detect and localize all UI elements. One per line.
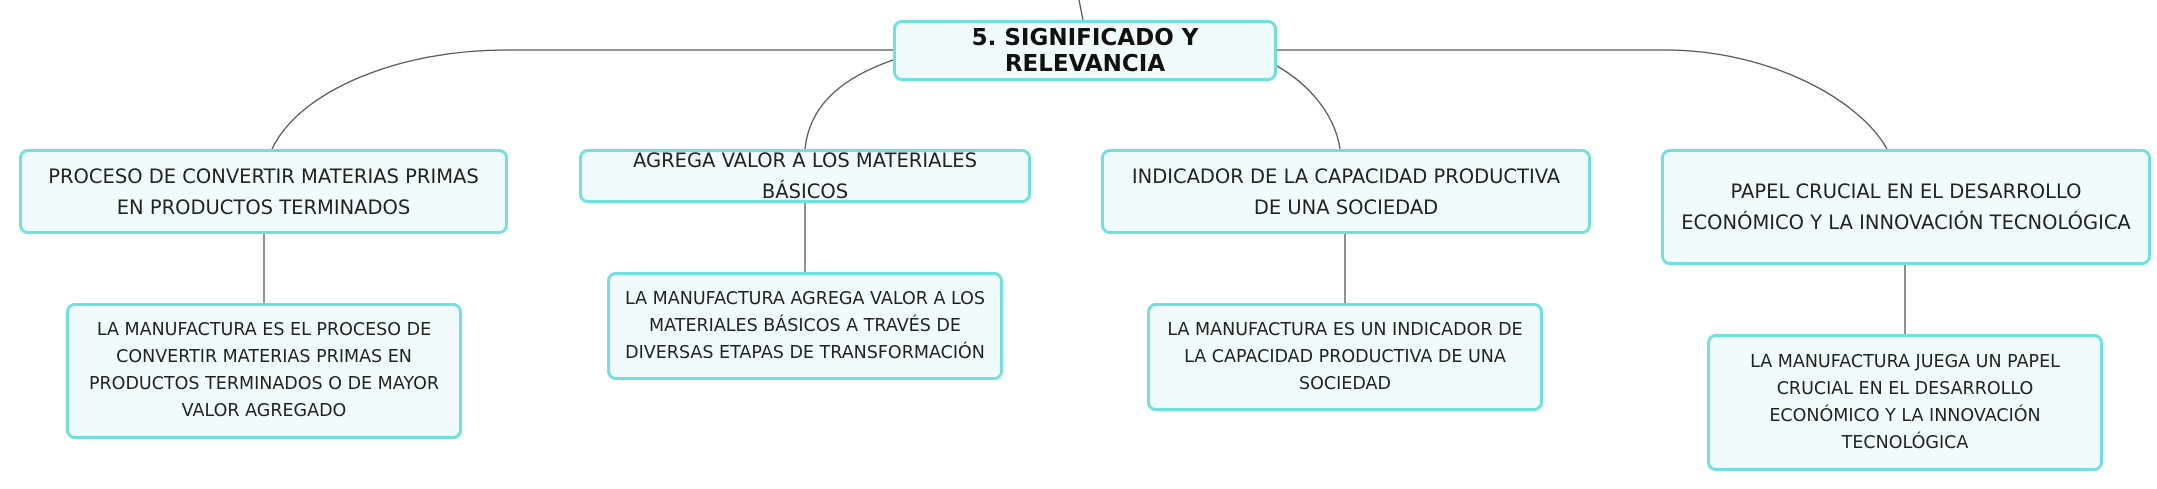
detail-node-1[interactable]: LA MANUFACTURA ES EL PROCESO DE CONVERTI…: [66, 303, 462, 439]
connector-root-parent: [1078, 0, 1084, 21]
connector-root-to-branch-2: [804, 59, 894, 150]
detail-label-2: LA MANUFACTURA AGREGA VALOR A LOS MATERI…: [624, 288, 985, 363]
detail-label-1: LA MANUFACTURA ES EL PROCESO DE CONVERTI…: [88, 320, 440, 421]
branch-label-4: PAPEL CRUCIAL EN EL DESARROLLO ECONÓMICO…: [1681, 180, 2131, 234]
detail-label-4: LA MANUFACTURA JUEGA UN PAPEL CRUCIAL EN…: [1750, 351, 2060, 453]
branch-label-2: AGREGA VALOR A LOS MATERIALES BÁSICOS: [632, 149, 978, 203]
connector-root-to-branch-1: [271, 49, 893, 150]
central-topic-label: 5. SIGNIFICADO Y RELEVANCIA: [971, 24, 1199, 77]
branch-node-3[interactable]: INDICADOR DE LA CAPACIDAD PRODUCTIVA DE …: [1101, 149, 1591, 234]
detail-node-4[interactable]: LA MANUFACTURA JUEGA UN PAPEL CRUCIAL EN…: [1707, 334, 2103, 471]
branch-node-1[interactable]: PROCESO DE CONVERTIR MATERIAS PRIMAS EN …: [19, 149, 508, 234]
connector-root-to-branch-3: [1276, 65, 1341, 150]
branch-node-2[interactable]: AGREGA VALOR A LOS MATERIALES BÁSICOS: [579, 149, 1031, 203]
branch-node-4[interactable]: PAPEL CRUCIAL EN EL DESARROLLO ECONÓMICO…: [1661, 149, 2151, 265]
branch-label-1: PROCESO DE CONVERTIR MATERIAS PRIMAS EN …: [48, 164, 479, 219]
detail-label-3: LA MANUFACTURA ES UN INDICADOR DE LA CAP…: [1167, 319, 1523, 394]
branch-label-3: INDICADOR DE LA CAPACIDAD PRODUCTIVA DE …: [1131, 164, 1561, 219]
central-topic-node[interactable]: 5. SIGNIFICADO Y RELEVANCIA: [893, 20, 1277, 81]
detail-node-2[interactable]: LA MANUFACTURA AGREGA VALOR A LOS MATERI…: [607, 272, 1003, 380]
detail-node-3[interactable]: LA MANUFACTURA ES UN INDICADOR DE LA CAP…: [1147, 303, 1543, 411]
connector-root-to-branch-4: [1277, 49, 1888, 150]
